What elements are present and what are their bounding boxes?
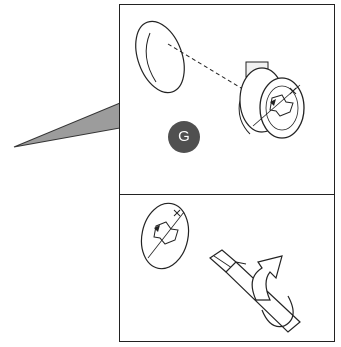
cam-head-icon [136,199,195,273]
